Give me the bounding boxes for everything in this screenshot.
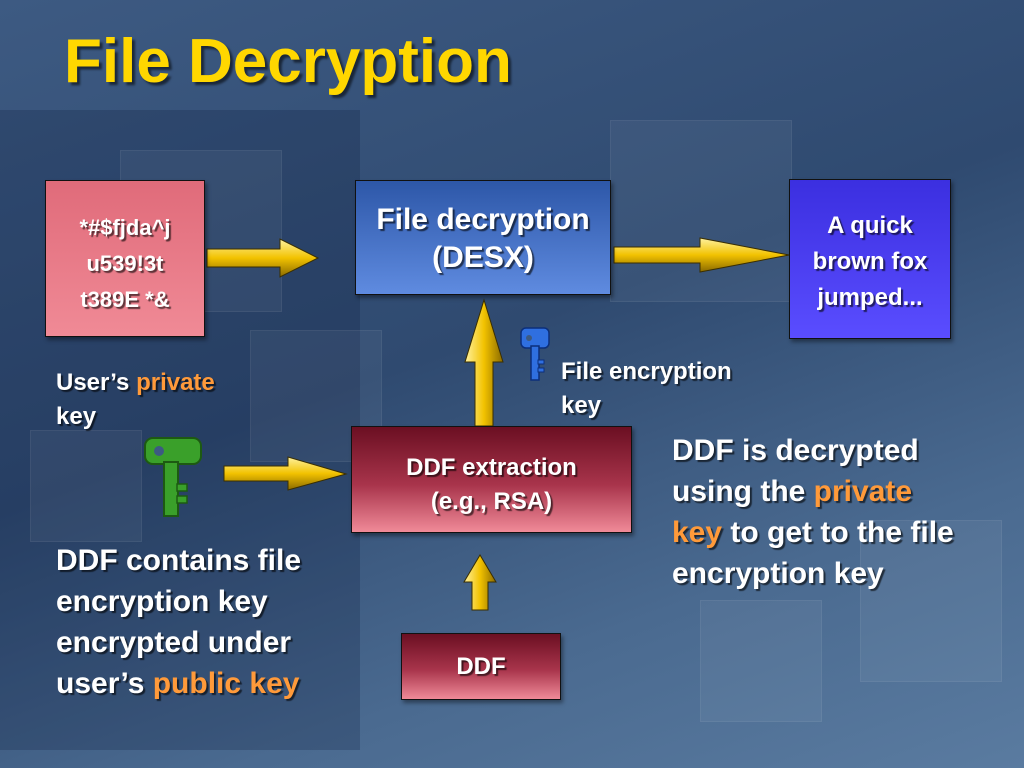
file-decryption-algorithm: (DESX) [432, 241, 534, 274]
ciphertext-box: *#$fjda^j u539!3t t389E *& [45, 180, 205, 337]
slide-title: File Decryption [64, 27, 512, 96]
private-highlight: private [136, 369, 215, 396]
background-square [700, 600, 822, 722]
file-decryption-title: File decryption [376, 203, 590, 236]
file-encryption-key-label: File encryption key [561, 358, 732, 419]
arrow-ddf-to-extraction [463, 554, 497, 611]
plaintext-line: brown fox [812, 248, 928, 275]
ddf-box: DDF [401, 633, 561, 700]
arrow-cipher-to-decryption [206, 238, 320, 278]
background-square [30, 430, 142, 542]
ciphertext-line: *#$fjda^j [79, 215, 171, 240]
key-icon [144, 437, 202, 517]
arrow-key-to-extraction [223, 456, 348, 491]
ddf-label: DDF [456, 653, 506, 680]
ddf-decrypted-description: DDF is decrypted using the private key t… [672, 434, 954, 590]
public-key-highlight: public key [152, 667, 300, 700]
private-highlight: private [813, 475, 913, 508]
plaintext-line: A quick [827, 212, 913, 239]
plaintext-line: jumped... [817, 284, 923, 311]
private-key-label: User’s private key [56, 369, 215, 430]
key-highlight: key [672, 516, 723, 549]
file-decryption-box: File decryption (DESX) [355, 180, 611, 295]
ciphertext-line: u539!3t [86, 251, 164, 276]
key-icon [520, 327, 550, 381]
background-square [860, 520, 1002, 682]
ddf-extraction-algorithm: (e.g., RSA) [430, 488, 553, 515]
arrow-extraction-to-decryption [464, 298, 504, 427]
plaintext-box: A quick brown fox jumped... [789, 179, 951, 339]
ciphertext-line: t389E *& [80, 287, 170, 312]
arrow-decryption-to-plaintext [613, 237, 790, 273]
ddf-extraction-title: DDF extraction [406, 454, 577, 481]
ddf-extraction-box: DDF extraction (e.g., RSA) [351, 426, 632, 533]
ddf-contains-description: DDF contains file encryption key encrypt… [56, 544, 302, 700]
